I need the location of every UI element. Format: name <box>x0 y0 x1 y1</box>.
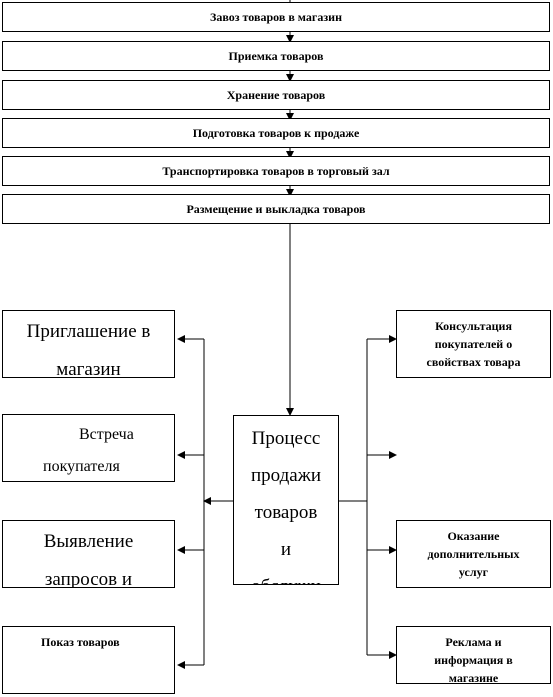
greet-line-2: покупателя <box>43 458 120 475</box>
ads-line-3: магазине <box>448 671 499 684</box>
center-line-1: Процесс <box>251 428 321 449</box>
consult-line-3: свойствах товара <box>426 355 521 369</box>
center-line-5: обслужи <box>234 568 338 584</box>
box-center-process: Процесс продажи товаров и обслужи <box>233 415 339 585</box>
greet-line-1: Встреча <box>79 426 134 443</box>
step-preparation: Подготовка товаров к продаже <box>2 118 550 148</box>
box-consult: Консультация покупателей о свойствах тов… <box>396 310 551 378</box>
step-storage: Хранение товаров <box>2 80 550 110</box>
box-needs: Выявление запросов и <box>2 520 175 588</box>
step-display: Размещение и выкладка товаров <box>2 194 550 224</box>
step-delivery-label: Завоз товаров в магазин <box>210 9 342 24</box>
invite-line-1: Приглашение в <box>26 321 151 342</box>
step-delivery: Завоз товаров в магазин <box>2 2 550 32</box>
center-line-2: продажи <box>250 465 322 486</box>
consult-line-2: покупателей о <box>434 337 513 351</box>
services-line-2: дополнительных <box>427 547 520 561</box>
ads-line-1: Реклама и <box>445 635 502 649</box>
box-greet: Встреча покупателя <box>2 414 175 482</box>
center-line-3: товаров <box>254 502 318 523</box>
box-ads: Реклама и информация в магазине <box>396 626 551 684</box>
center-line-4: и <box>280 539 292 560</box>
box-show: Показ товаров <box>2 626 175 694</box>
box-services: Оказание дополнительных услуг <box>396 520 551 588</box>
step-storage-label: Хранение товаров <box>226 87 326 102</box>
box-invite: Приглашение в магазин <box>2 310 175 378</box>
needs-line-2: запросов и <box>44 569 133 588</box>
consult-line-1: Консультация <box>435 319 512 333</box>
show-line-1: Показ товаров <box>41 635 120 649</box>
needs-line-1: Выявление <box>43 531 134 552</box>
step-acceptance-label: Приемка товаров <box>228 48 324 63</box>
services-line-1: Оказание <box>447 529 500 543</box>
step-transport-label: Транспортировка товаров в торговый зал <box>162 163 390 178</box>
step-transport: Транспортировка товаров в торговый зал <box>2 156 550 186</box>
step-display-label: Размещение и выкладка товаров <box>186 201 366 216</box>
services-line-3: услуг <box>458 565 489 579</box>
step-preparation-label: Подготовка товаров к продаже <box>192 125 360 140</box>
invite-line-2: магазин <box>56 359 121 378</box>
step-acceptance: Приемка товаров <box>2 41 550 71</box>
ads-line-2: информация в <box>434 653 513 667</box>
